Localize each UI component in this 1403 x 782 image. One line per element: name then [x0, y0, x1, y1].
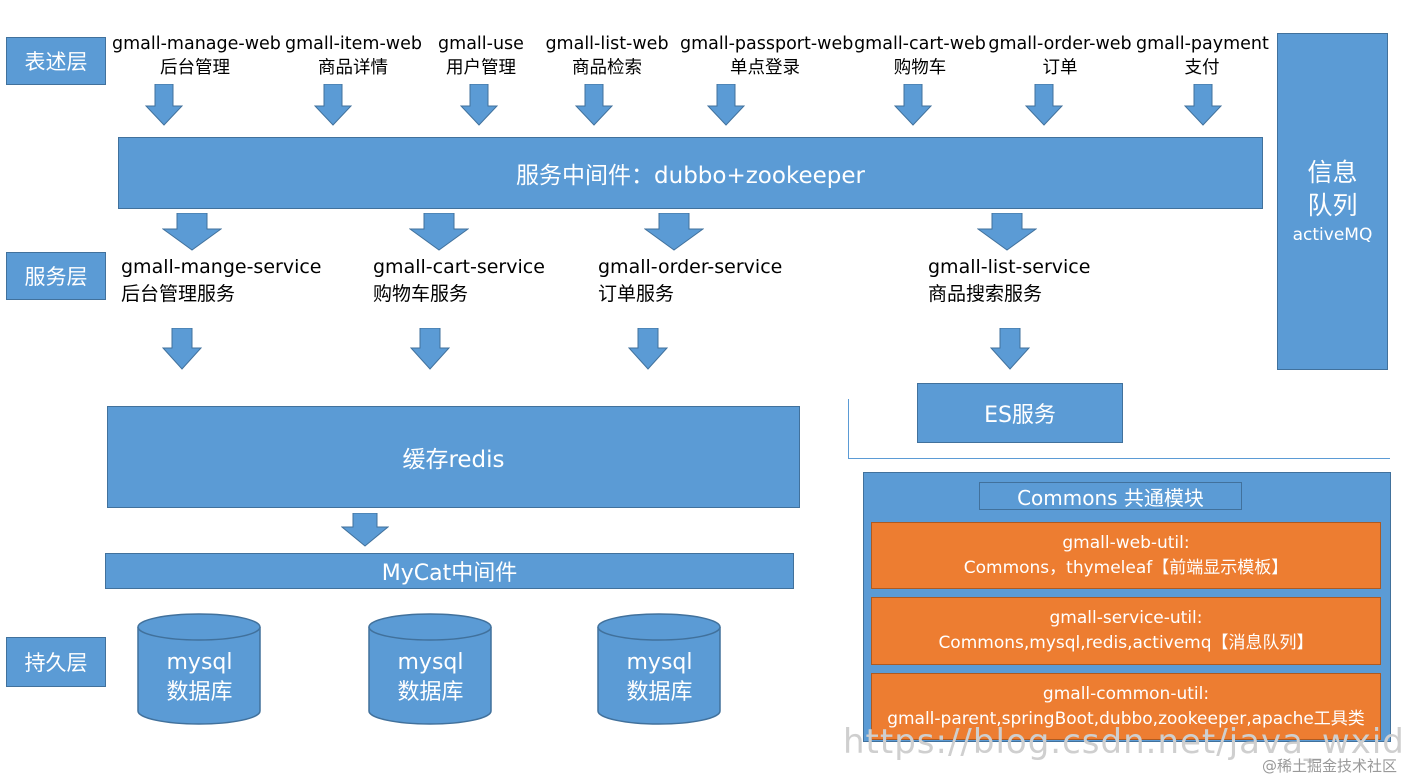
- down-arrow-icon: [314, 84, 352, 126]
- layer-label-text: 持久层: [24, 651, 88, 675]
- service-module-name: gmall-order-service: [598, 256, 783, 278]
- service-module-list: gmall-list-service 商品搜索服务: [928, 254, 1090, 308]
- es-service-box: ES服务: [917, 383, 1123, 443]
- web-module-desc: 商品检索: [572, 58, 642, 78]
- web-module-name: gmall-order-web: [988, 34, 1132, 54]
- web-module-desc: 商品详情: [318, 58, 388, 78]
- mq-label-line3: activeMQ: [1292, 224, 1373, 245]
- service-module-order: gmall-order-service 订单服务: [598, 254, 782, 308]
- web-module-name: gmall-payment: [1136, 34, 1269, 54]
- web-module-name: gmall-use: [438, 34, 524, 54]
- cache-redis-box: 缓存redis: [107, 406, 800, 508]
- commons-module-desc: gmall-parent,springBoot,dubbo,zookeeper,…: [887, 708, 1365, 729]
- wide-down-arrow-icon: [162, 213, 222, 251]
- layer-label-text: 服务层: [24, 265, 88, 289]
- down-arrow-icon: [1184, 84, 1222, 126]
- source-credit: @稀土掘金技术社区: [1261, 757, 1397, 775]
- down-arrow-icon: [628, 328, 668, 370]
- mycat-label: MyCat中间件: [381, 561, 518, 586]
- mq-label-line1: 信息: [1307, 157, 1358, 187]
- wide-down-arrow-icon: [341, 513, 389, 547]
- web-module-payment: gmall-payment 支付: [1136, 32, 1269, 80]
- web-module-passport: gmall-passport-web 单点登录: [680, 32, 854, 80]
- web-module-name: gmall-passport-web: [680, 34, 854, 54]
- layer-label-service: 服务层: [6, 252, 106, 300]
- service-module-name: gmall-list-service: [928, 256, 1091, 278]
- web-module-cart: gmall-cart-web 购物车: [854, 32, 986, 80]
- down-arrow-icon: [162, 328, 202, 370]
- database-label: mysql 数据库: [597, 648, 722, 708]
- down-arrow-icon: [575, 84, 613, 126]
- cache-redis-label: 缓存redis: [402, 447, 505, 473]
- service-module-desc: 订单服务: [598, 283, 675, 305]
- web-module-desc: 购物车: [893, 58, 947, 78]
- commons-module-name: gmall-web-util:: [1062, 532, 1190, 553]
- commons-module-desc: Commons，thymeleaf【前端显示模板】: [963, 557, 1289, 578]
- web-module-desc: 订单: [1042, 58, 1078, 78]
- database-cylinder-icon: [597, 613, 721, 725]
- layer-label-persistence: 持久层: [6, 637, 106, 687]
- database-label-line1: mysql: [397, 650, 464, 675]
- database-label: mysql 数据库: [368, 648, 493, 708]
- layer-label-text: 表述层: [24, 50, 88, 74]
- down-arrow-icon: [990, 328, 1030, 370]
- service-module-desc: 商品搜索服务: [928, 283, 1043, 305]
- service-module-manage: gmall-mange-service 后台管理服务: [121, 254, 321, 308]
- commons-module-name: gmall-common-util:: [1042, 683, 1210, 704]
- database-label-line2: 数据库: [166, 680, 233, 705]
- web-module-name: gmall-item-web: [285, 34, 422, 54]
- middleware-bar: 服务中间件：dubbo+zookeeper: [118, 137, 1263, 209]
- service-module-name: gmall-cart-service: [373, 256, 545, 278]
- web-module-manage: gmall-manage-web 后台管理: [112, 32, 281, 80]
- database-cylinder-icon: [137, 613, 261, 725]
- down-arrow-icon: [1025, 84, 1063, 126]
- web-module-name: gmall-manage-web: [112, 34, 281, 54]
- middleware-label: 服务中间件：dubbo+zookeeper: [516, 163, 865, 189]
- service-module-desc: 购物车服务: [373, 283, 469, 305]
- database-label-line2: 数据库: [397, 680, 464, 705]
- commons-module-common-util: gmall-common-util: gmall-parent,springBo…: [871, 673, 1381, 740]
- horizontal-divider: [848, 458, 1390, 459]
- web-module-desc: 后台管理: [160, 58, 230, 78]
- wide-down-arrow-icon: [644, 213, 704, 251]
- commons-module-web-util: gmall-web-util: Commons，thymeleaf【前端显示模板…: [871, 522, 1381, 589]
- down-arrow-icon: [894, 84, 932, 126]
- down-arrow-icon: [707, 84, 745, 126]
- url-watermark: https://blog.csdn.net/java_wxid: [843, 722, 1403, 762]
- commons-module-service-util: gmall-service-util: Commons,mysql,redis,…: [871, 597, 1381, 665]
- database-label-line2: 数据库: [626, 680, 693, 705]
- web-module-user: gmall-use 用户管理: [432, 32, 530, 80]
- service-module-desc: 后台管理服务: [121, 283, 236, 305]
- database-label-line1: mysql: [166, 650, 233, 675]
- web-module-desc: 支付: [1184, 58, 1220, 78]
- commons-title-box: Commons 共通模块: [979, 482, 1242, 510]
- mycat-bar: MyCat中间件: [105, 553, 794, 589]
- es-service-label: ES服务: [984, 403, 1056, 428]
- web-module-item: gmall-item-web 商品详情: [285, 32, 422, 80]
- web-module-name: gmall-cart-web: [854, 34, 986, 54]
- commons-module-name: gmall-service-util:: [1049, 608, 1203, 628]
- web-module-name: gmall-list-web: [545, 34, 669, 54]
- database-label-line1: mysql: [626, 650, 693, 675]
- database-label: mysql 数据库: [137, 648, 262, 708]
- service-module-cart: gmall-cart-service 购物车服务: [373, 254, 545, 308]
- down-arrow-icon: [460, 84, 498, 126]
- layer-label-presentation: 表述层: [6, 37, 106, 85]
- vertical-divider: [848, 399, 849, 459]
- web-module-desc: 用户管理: [446, 58, 516, 78]
- wide-down-arrow-icon: [409, 213, 469, 251]
- service-module-name: gmall-mange-service: [121, 256, 322, 278]
- down-arrow-icon: [145, 84, 183, 126]
- message-queue-box: 信息 队列 activeMQ: [1277, 33, 1388, 370]
- down-arrow-icon: [410, 328, 450, 370]
- web-module-desc: 单点登录: [730, 58, 800, 78]
- web-module-order: gmall-order-web 订单: [988, 32, 1132, 80]
- commons-title: Commons 共通模块: [1017, 485, 1204, 510]
- wide-down-arrow-icon: [977, 213, 1037, 251]
- database-cylinder-icon: [368, 613, 492, 725]
- mq-label-line2: 队列: [1307, 190, 1358, 220]
- web-module-list: gmall-list-web 商品检索: [544, 32, 670, 80]
- commons-module-desc: Commons,mysql,redis,activemq【消息队列】: [938, 633, 1314, 653]
